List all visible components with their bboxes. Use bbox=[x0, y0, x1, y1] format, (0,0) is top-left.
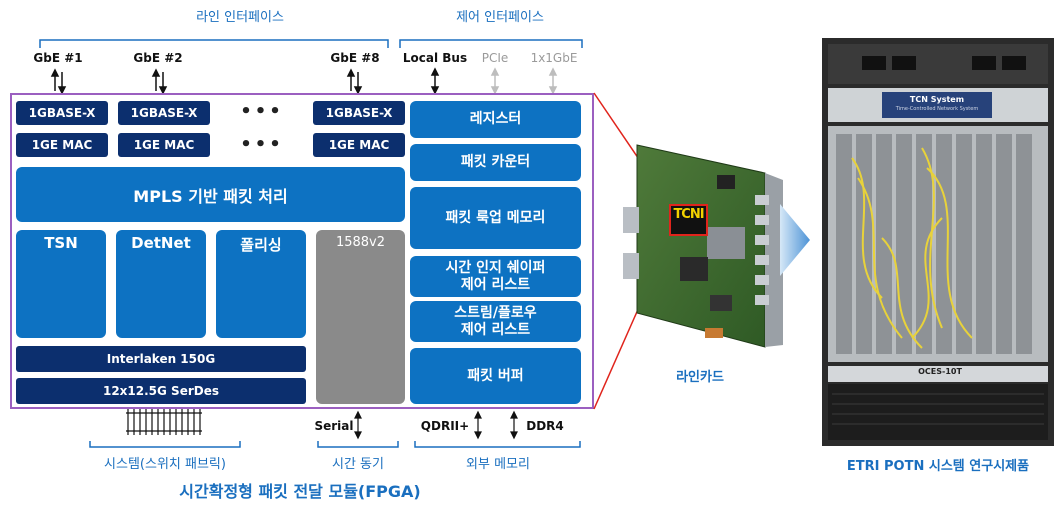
stream-line-2: 제어 리스트 bbox=[460, 321, 531, 338]
shaper-line-1: 시간 인지 쉐이퍼 bbox=[445, 259, 546, 276]
rack-panel-title: TCN System bbox=[909, 95, 965, 104]
port-gbe-8: GbE #8 bbox=[330, 51, 380, 65]
ellipsis-mac: ••• bbox=[240, 134, 284, 155]
ge-mac-2: 1GE MAC bbox=[118, 133, 210, 157]
tcni-chip-label: TCNI bbox=[673, 207, 704, 222]
bottom-connectors bbox=[89, 409, 581, 448]
rack-panel-subtitle: Time-Controlled Network System bbox=[895, 106, 979, 112]
arrow-right-icon bbox=[780, 204, 810, 276]
system-caption: ETRI POTN 시스템 연구시제품 bbox=[846, 459, 1030, 474]
linecard-caption: 라인카드 bbox=[676, 370, 724, 385]
shaper-control-list-block: 시간 인지 쉐이퍼 제어 리스트 bbox=[410, 256, 581, 297]
shaper-line-2: 제어 리스트 bbox=[460, 276, 531, 293]
system-rack-image bbox=[822, 38, 1054, 446]
control-interface-label: 제어 인터페이스 bbox=[456, 10, 544, 25]
register-block: 레지스터 bbox=[410, 101, 581, 138]
ge-mac-8: 1GE MAC bbox=[313, 133, 405, 157]
port-ddr4: DDR4 bbox=[526, 419, 564, 433]
stream-control-list-block: 스트림/플로우 제어 리스트 bbox=[410, 301, 581, 342]
lookup-memory-block: 패킷 룩업 메모리 bbox=[410, 187, 581, 249]
port-1x1gbe: 1x1GbE bbox=[530, 51, 578, 65]
policing-block: 폴리싱 bbox=[216, 230, 306, 338]
chip-zoom-lines bbox=[593, 92, 671, 410]
port-pcie: PCIe bbox=[481, 51, 509, 65]
top-brackets bbox=[39, 39, 583, 95]
gbase-x-1: 1GBASE-X bbox=[16, 101, 108, 125]
rack-model-label: OCES-10T bbox=[918, 367, 962, 376]
gbase-x-8: 1GBASE-X bbox=[313, 101, 405, 125]
port-gbe-1: GbE #1 bbox=[33, 51, 83, 65]
interlaken-block: Interlaken 150G bbox=[16, 346, 306, 372]
port-gbe-2: GbE #2 bbox=[133, 51, 183, 65]
packet-counter-block: 패킷 카운터 bbox=[410, 144, 581, 181]
port-serial: Serial bbox=[314, 419, 354, 433]
port-local-bus: Local Bus bbox=[402, 51, 468, 65]
fpga-frame bbox=[10, 93, 594, 409]
ellipsis-phy: ••• bbox=[240, 101, 284, 122]
tsn-block: TSN bbox=[16, 230, 106, 338]
label-time-sync: 시간 동기 bbox=[332, 457, 384, 472]
label-external-memory: 외부 메모리 bbox=[466, 457, 530, 472]
diagram-title: 시간확정형 패킷 전달 모듈(FPGA) bbox=[179, 482, 421, 501]
serdes-block: 12x12.5G SerDes bbox=[16, 378, 306, 404]
ptp-1588v2-block: 1588v2 bbox=[316, 230, 405, 404]
mpls-block: MPLS 기반 패킷 처리 bbox=[16, 167, 405, 222]
packet-buffer-block: 패킷 버퍼 bbox=[410, 348, 581, 404]
label-system-fabric: 시스템(스위치 패브릭) bbox=[104, 457, 226, 472]
ge-mac-1: 1GE MAC bbox=[16, 133, 108, 157]
detnet-block: DetNet bbox=[116, 230, 206, 338]
linecard-image bbox=[623, 144, 783, 348]
port-qdrii: QDRII+ bbox=[420, 419, 470, 433]
gbase-x-2: 1GBASE-X bbox=[118, 101, 210, 125]
line-interface-label: 라인 인터페이스 bbox=[196, 10, 284, 25]
stream-line-1: 스트림/플로우 bbox=[454, 304, 537, 321]
